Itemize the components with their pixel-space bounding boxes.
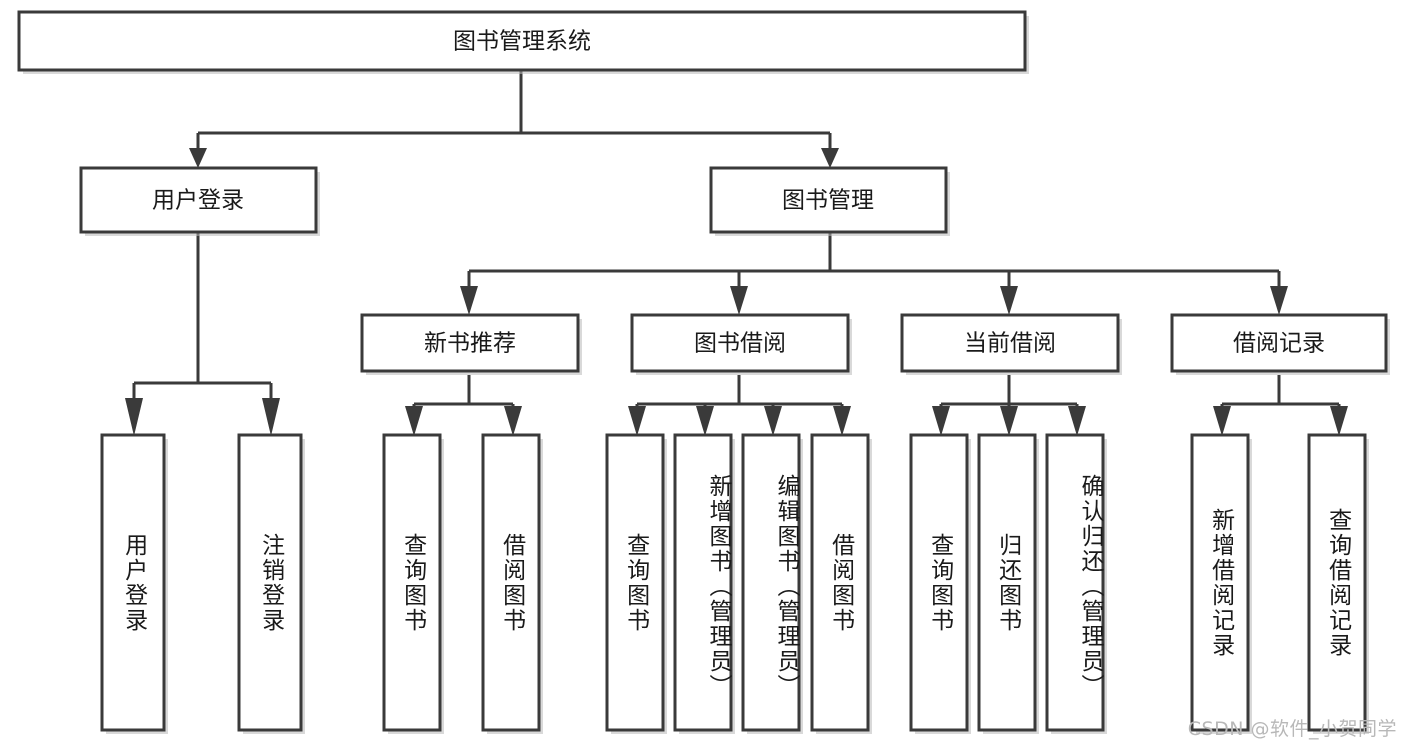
leaf-box-user-login-1[interactable] bbox=[237, 433, 303, 732]
root-node-label: 图书管理系统 bbox=[453, 29, 591, 55]
leaf-box-book-borrow-2[interactable] bbox=[741, 433, 801, 732]
leaf-box-new-book-1[interactable] bbox=[481, 433, 541, 732]
root-node-box[interactable] bbox=[17, 10, 1027, 72]
leaf-box-current-borrow-0[interactable] bbox=[909, 433, 969, 732]
arrow-head-borrowrecord-leaf2 bbox=[1330, 406, 1348, 436]
leaf-box-current-borrow-2[interactable] bbox=[1045, 433, 1105, 732]
arrow-head-newbook bbox=[460, 286, 478, 315]
arrow-head-currentborrow-leaf3 bbox=[1068, 406, 1086, 436]
bookmgmt-node-label: 图书管理 bbox=[782, 188, 874, 214]
node-layer bbox=[17, 10, 1390, 734]
userlogin-node-box[interactable] bbox=[79, 166, 318, 234]
leaf-box-current-borrow-1[interactable] bbox=[977, 433, 1037, 732]
arrow-head-bookborrow bbox=[730, 286, 748, 315]
bookborrow-node-label: 图书借阅 bbox=[694, 331, 786, 357]
arrow-head-currentborrow bbox=[1000, 286, 1018, 315]
leaf-box-book-borrow-1[interactable] bbox=[673, 433, 733, 732]
arrow-head-bookmgmt bbox=[821, 148, 839, 168]
leaf-box-user-login-0[interactable] bbox=[100, 433, 166, 732]
arrow-head-bookborrow-leaf2 bbox=[696, 406, 714, 436]
arrow-head-borrowrecord bbox=[1270, 286, 1288, 315]
bookmgmt-node-box[interactable] bbox=[709, 166, 948, 234]
currentborrow-node-label: 当前借阅 bbox=[964, 331, 1056, 357]
arrow-head-userlogin bbox=[189, 148, 207, 168]
arrow-head-borrowrecord-leaf1 bbox=[1213, 406, 1231, 436]
arrow-head-bookborrow-leaf1 bbox=[628, 406, 646, 436]
arrow-head-newbook-leaf1 bbox=[405, 406, 423, 436]
arrow-head-userlogin-leaf1 bbox=[125, 398, 143, 436]
currentborrow-node-box[interactable] bbox=[900, 313, 1120, 373]
borrowrecord-node-box[interactable] bbox=[1170, 313, 1388, 373]
newbook-node-box[interactable] bbox=[360, 313, 580, 373]
borrowrecord-node-label: 借阅记录 bbox=[1233, 331, 1325, 357]
leaf-box-new-book-0[interactable] bbox=[382, 433, 442, 732]
userlogin-node-label: 用户登录 bbox=[152, 188, 244, 214]
arrow-head-currentborrow-leaf2 bbox=[1000, 406, 1018, 436]
csdn-watermark: CSDN @软件_小贺同学 bbox=[1187, 718, 1397, 740]
arrow-head-newbook-leaf2 bbox=[504, 406, 522, 436]
leaf-box-book-borrow-3[interactable] bbox=[810, 433, 870, 732]
leaf-box-borrow-record-1[interactable] bbox=[1307, 433, 1367, 732]
label-layer-horizontal: 图书管理系统 用户登录 图书管理 新书推荐 图书借阅 当前借阅 借阅记录 bbox=[152, 29, 1325, 357]
arrow-head-bookborrow-leaf3 bbox=[764, 406, 782, 436]
arrow-head-userlogin-leaf2 bbox=[262, 398, 280, 436]
arrow-head-currentborrow-leaf1 bbox=[932, 406, 950, 436]
leaf-box-book-borrow-0[interactable] bbox=[605, 433, 665, 732]
newbook-node-label: 新书推荐 bbox=[424, 331, 516, 357]
bookborrow-node-box[interactable] bbox=[630, 313, 850, 373]
arrow-head-bookborrow-leaf4 bbox=[833, 406, 851, 436]
connector-layer bbox=[125, 70, 1348, 436]
leaf-box-borrow-record-0[interactable] bbox=[1190, 433, 1250, 732]
